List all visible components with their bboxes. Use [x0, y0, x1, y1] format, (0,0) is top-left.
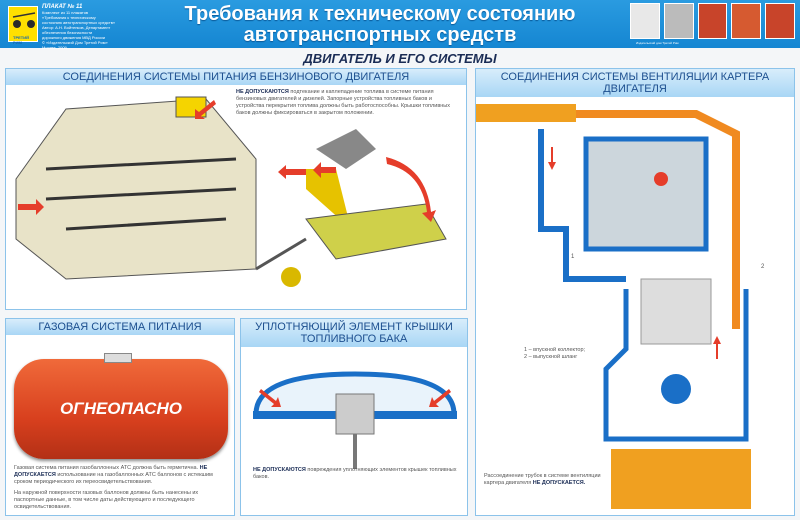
cap-description: повреждения уплотняющих элементов крышек… [253, 467, 457, 480]
fuel-cap-panel: УПЛОТНЯЮЩИЙ ЭЛЕМЕНТ КРЫШКИ ТОПЛИВНОГО БА… [240, 318, 468, 516]
vent-legend: 1 – впускной коллектор;2 – выпускной шла… [524, 347, 624, 361]
fuel-system-panel: СОЕДИНЕНИЯ СИСТЕМЫ ПИТАНИЯ БЕНЗИНОВОГО Д… [5, 68, 467, 310]
cap-text: НЕ ДОПУСКАЮТСЯ повреждения уплотняющих э… [253, 467, 458, 481]
book-cover [731, 3, 762, 39]
books-caption: Издательский дом Третий Рим [636, 41, 679, 45]
book-cover [663, 3, 694, 39]
book-cover [765, 3, 795, 39]
section-subtitle: ДВИГАТЕЛЬ И ЕГО СИСТЕМЫ [303, 51, 497, 66]
legend-item: 1 – впускной коллектор; [524, 347, 586, 353]
book-covers [630, 3, 795, 39]
poster-meta: ПЛАКАТ № 11 Комплект из 11 плакатов «Тре… [42, 4, 162, 50]
book-cover [630, 3, 660, 39]
callout-2: 2 [761, 264, 765, 270]
meta-line: © «Издательский Дом Третий Рим» [42, 40, 108, 45]
ventilation-diagram [476, 104, 751, 509]
panel-title: СОЕДИНЕНИЯ СИСТЕМЫ ПИТАНИЯ БЕНЗИНОВОГО Д… [6, 69, 466, 85]
warning-bold: НЕ ДОПУСКАЕТСЯ. [532, 480, 586, 486]
gas-cylinder-plate [104, 353, 132, 363]
gas-text-3: На наружной поверхности газовых баллонов… [14, 490, 199, 510]
meta-line: Москва, 2009 [42, 45, 67, 50]
gas-text-2: использование на газобаллонных АТС балло… [14, 472, 213, 485]
engine-illustration [15, 96, 447, 287]
meta-line: обеспечения безопасности [42, 30, 93, 35]
panel-title: УПЛОТНЯЮЩИЙ ЭЛЕМЕНТ КРЫШКИ ТОПЛИВНОГО БА… [241, 319, 467, 347]
meta-line: «Требования к техническому [42, 15, 96, 20]
gas-cylinder: ОГНЕОПАСНО [14, 353, 228, 459]
warning-bold: НЕ ДОПУСКАЕТСЯ [14, 465, 208, 478]
gas-text-1: Газовая система питания газобаллонных АТ… [14, 465, 200, 471]
crankcase-ventilation-panel: СОЕДИНЕНИЯ СИСТЕМЫ ВЕНТИЛЯЦИИ КАРТЕРА ДВ… [475, 68, 795, 516]
flammable-label: ОГНЕОПАСНО [60, 399, 182, 418]
panel-title: СОЕДИНЕНИЯ СИСТЕМЫ ВЕНТИЛЯЦИИ КАРТЕРА ДВ… [476, 69, 794, 97]
meta-line: Комплект из 11 плакатов [42, 10, 89, 15]
fuel-description: подтекание и каплепадение топлива в сист… [236, 89, 450, 116]
legend-item: 2 – выпускной шланг [524, 354, 578, 360]
meta-line: состоянию автотранспортных средств» [42, 20, 116, 25]
warning-bold: НЕ ДОПУСКАЮТСЯ [236, 89, 289, 95]
poster-header: ТРЕТИЙ РИМ ПЛАКАТ № 11 Комплект из 11 пл… [0, 0, 800, 50]
meta-line: дорожного движения МВД России [42, 35, 106, 40]
fuel-cap-diagram [253, 371, 457, 469]
gas-system-panel: ГАЗОВАЯ СИСТЕМА ПИТАНИЯ ОГНЕОПАСНО Газов… [5, 318, 235, 516]
poster-label: ПЛАКАТ № 11 [42, 4, 83, 10]
callout-1: 1 [571, 254, 575, 260]
panel-title: ГАЗОВАЯ СИСТЕМА ПИТАНИЯ [6, 319, 234, 335]
vent-description: Рассоединение трубок в системе вентиляци… [484, 473, 601, 486]
gas-text: Газовая система питания газобаллонных АТ… [14, 465, 229, 511]
warning-bold: НЕ ДОПУСКАЮТСЯ [253, 467, 306, 473]
poster-title: Требования к техническому состоянию авто… [184, 3, 576, 46]
logo-text: ТРЕТИЙ РИМ [13, 35, 29, 45]
fuel-text: НЕ ДОПУСКАЮТСЯ подтекание и каплепадение… [236, 89, 461, 117]
book-cover [697, 3, 728, 39]
vent-text: Рассоединение трубок в системе вентиляци… [484, 473, 614, 487]
meta-line: Автор: А.Н. Войтенков, Департамент [42, 25, 111, 30]
publisher-logo: ТРЕТИЙ РИМ [8, 6, 38, 45]
